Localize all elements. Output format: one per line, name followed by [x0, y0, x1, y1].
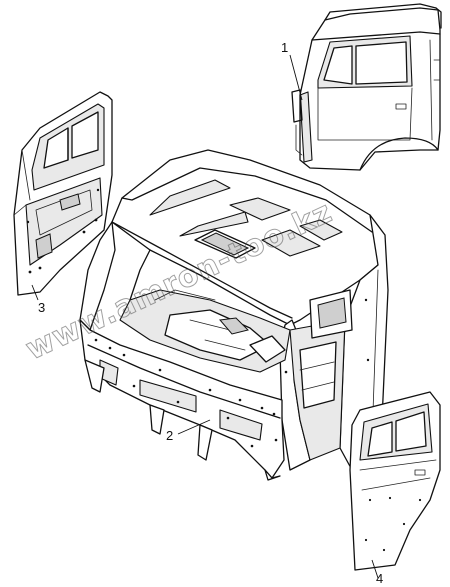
part-4-right-door [349, 391, 441, 571]
part-1-cab-small [291, 3, 442, 171]
part-3-left-door [13, 91, 113, 296]
part-2-cab-frame [79, 149, 389, 481]
callout-3: 3 [38, 300, 45, 315]
leader-2 [177, 419, 211, 435]
leader-3 [31, 284, 39, 301]
callout-2: 2 [166, 428, 173, 443]
leader-1 [289, 54, 303, 101]
leader-4 [371, 559, 379, 579]
callout-1: 1 [281, 40, 288, 55]
callout-4: 4 [376, 571, 383, 586]
